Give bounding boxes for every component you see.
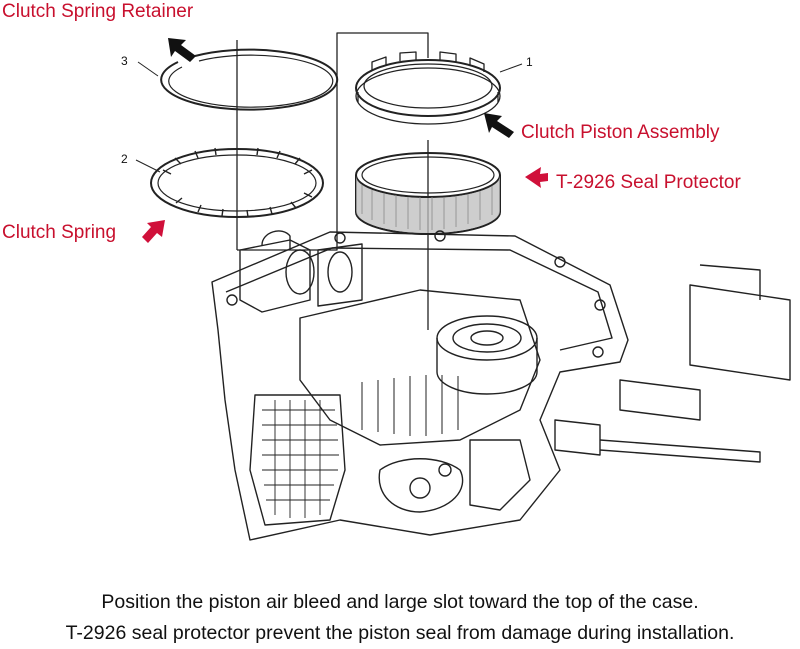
clutch-spring-retainer-ring <box>160 48 339 111</box>
label-clutch-spring-retainer: Clutch Spring Retainer <box>2 1 194 22</box>
arrow-piston-icon <box>484 113 514 138</box>
caption-line-2: T-2926 seal protector prevent the piston… <box>65 622 735 644</box>
label-seal-protector: T-2926 Seal Protector <box>556 172 741 193</box>
callout-leader-3 <box>137 61 159 77</box>
caption-line-1: Position the piston air bleed and large … <box>101 591 699 613</box>
transmission-case <box>211 230 791 541</box>
seal-protector-band <box>355 152 501 235</box>
exploded-view-drawing <box>135 32 791 541</box>
callout-number-2: 2 <box>121 152 128 166</box>
callout-leader-1 <box>499 63 523 73</box>
clutch-piston-assembly <box>355 51 501 125</box>
arrow-clutch-spring-icon <box>142 220 165 243</box>
callout-number-1: 1 <box>526 55 533 69</box>
arrow-seal-protector-icon <box>525 167 548 188</box>
callout-number-3: 3 <box>121 54 128 68</box>
callout-leader-2 <box>135 159 161 173</box>
label-clutch-spring: Clutch Spring <box>2 222 117 243</box>
clutch-spring-ring <box>150 147 324 218</box>
arrow-retainer-icon <box>168 38 196 62</box>
label-clutch-piston-assembly: Clutch Piston Assembly <box>521 122 720 143</box>
